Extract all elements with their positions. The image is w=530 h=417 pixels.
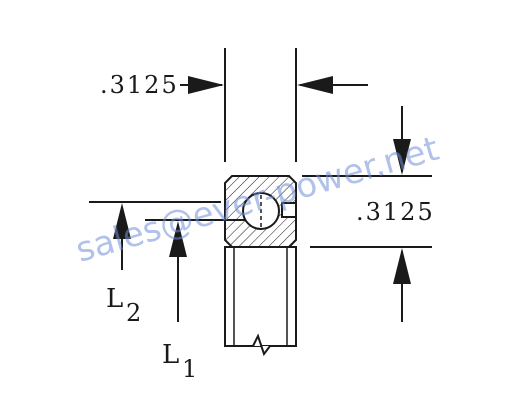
right-dimension-value: .3125 (356, 198, 435, 226)
top-dimension: .3125 (100, 48, 368, 162)
l2-reference: L 2 (89, 201, 221, 327)
right-arrowhead-top (393, 139, 411, 175)
break-symbol (225, 333, 296, 357)
bearing-cross-section (224, 175, 297, 357)
l2-label-main: L (106, 284, 123, 314)
right-dimension: .3125 (302, 106, 435, 322)
l1-label-main: L (162, 340, 179, 370)
top-arrowhead-left (188, 76, 224, 94)
bearing-body-lower (224, 246, 297, 347)
right-arrowhead-bottom (393, 248, 411, 284)
top-dimension-value: .3125 (100, 71, 179, 99)
cage-marker (281, 202, 297, 218)
top-arrowhead-right (297, 76, 333, 94)
l2-label-sub: 2 (126, 299, 141, 327)
l1-arrowhead (169, 221, 187, 257)
l2-arrowhead (113, 203, 131, 239)
l1-label-sub: 1 (182, 355, 197, 383)
